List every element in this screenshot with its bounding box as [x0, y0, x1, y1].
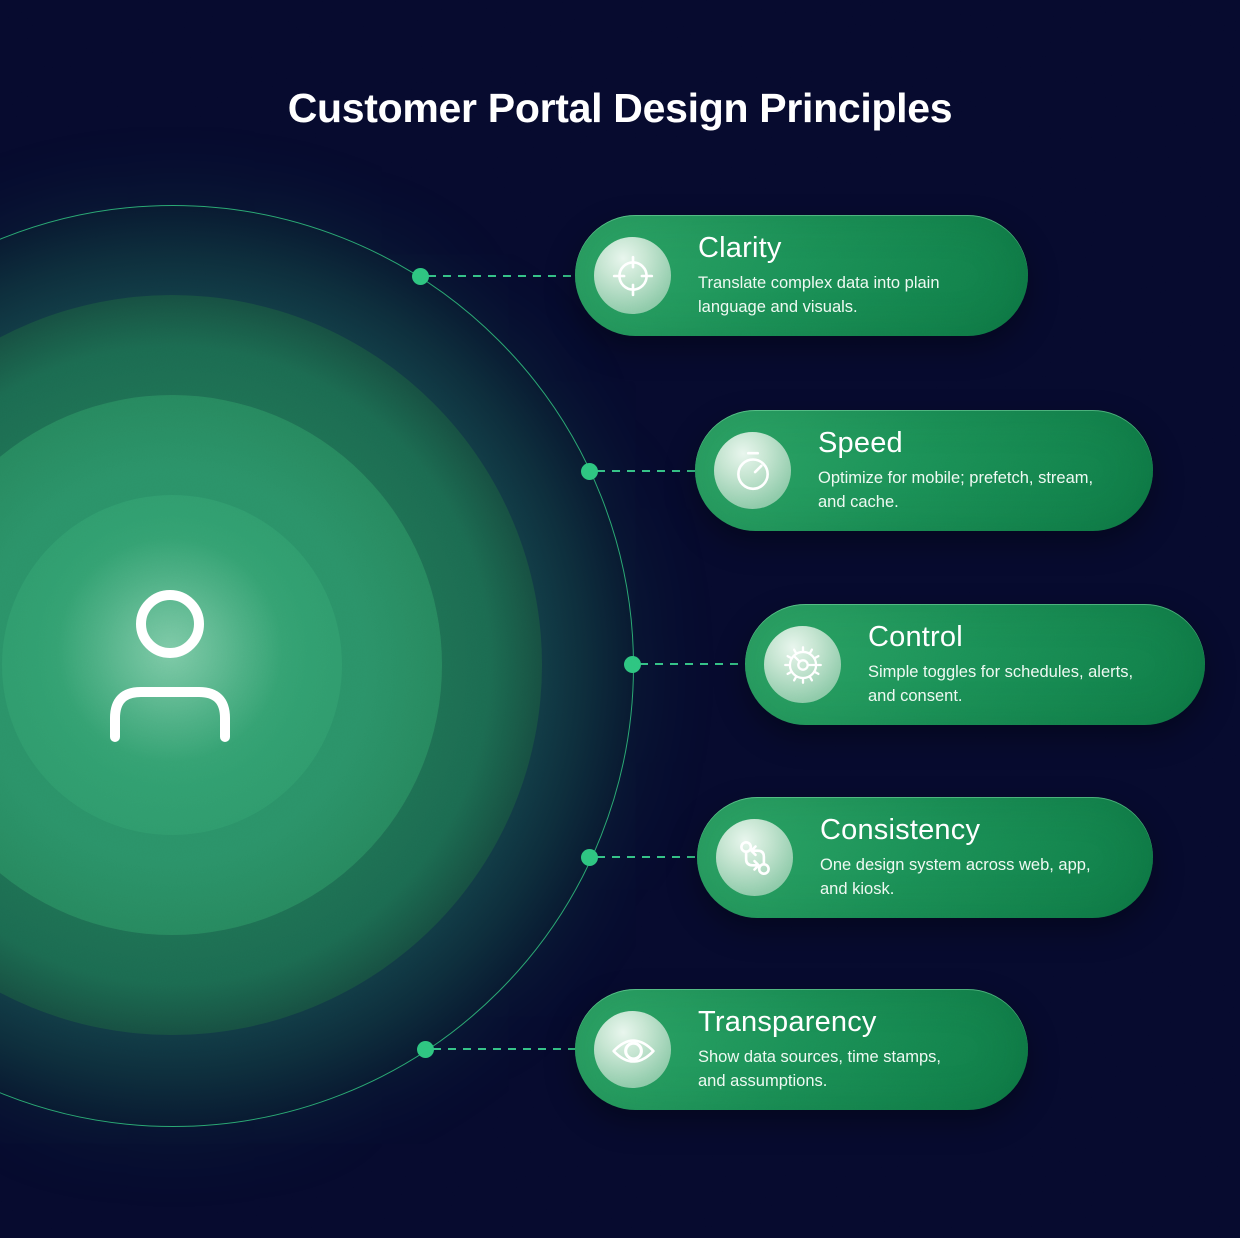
- connector-dot-clarity: [411, 267, 429, 285]
- connector-line-clarity: [428, 275, 585, 277]
- card-text-block: Control Simple toggles for schedules, al…: [868, 621, 1133, 709]
- eye-icon: [594, 1011, 671, 1088]
- connector-line-control: [640, 663, 753, 665]
- page-title: Customer Portal Design Principles: [287, 85, 953, 131]
- stopwatch-icon: [714, 432, 791, 509]
- target-icon: [594, 237, 671, 314]
- connector-dot-transparency: [416, 1040, 434, 1058]
- principle-card-consistency: Consistency One design system across web…: [697, 797, 1153, 918]
- connector-dot-consistency: [580, 848, 598, 866]
- principle-title: Consistency: [820, 813, 981, 846]
- connector-dot-speed: [580, 462, 598, 480]
- connector-line-transparency: [433, 1048, 583, 1050]
- card-text-block: Clarity Translate complex data into plai…: [698, 232, 940, 320]
- principle-description: Show data sources, time stamps, and assu…: [698, 1046, 941, 1094]
- connector-line-speed: [597, 470, 705, 472]
- desc-line-2: and kiosk.: [820, 879, 895, 898]
- gear-icon: [764, 626, 841, 703]
- principle-title: Clarity: [698, 231, 782, 264]
- desc-line-1: Optimize for mobile; prefetch, stream,: [818, 468, 1094, 487]
- principle-title: Transparency: [698, 1005, 877, 1038]
- principle-title: Control: [868, 620, 963, 653]
- compare-arrows-icon: [716, 819, 793, 896]
- card-text-block: Speed Optimize for mobile; prefetch, str…: [818, 427, 1093, 515]
- desc-line-2: and consent.: [868, 686, 963, 705]
- card-text-block: Transparency Show data sources, time sta…: [698, 1006, 941, 1094]
- connector-dot-control: [623, 655, 641, 673]
- principle-card-clarity: Clarity Translate complex data into plai…: [575, 215, 1028, 336]
- principle-description: Optimize for mobile; prefetch, stream, a…: [818, 467, 1093, 515]
- desc-line-1: One design system across web, app,: [820, 855, 1091, 874]
- card-text-block: Consistency One design system across web…: [820, 814, 1091, 902]
- principle-title: Speed: [818, 426, 903, 459]
- principle-description: Simple toggles for schedules, alerts, an…: [868, 661, 1133, 709]
- desc-line-2: and assumptions.: [698, 1071, 828, 1090]
- connector-line-consistency: [597, 856, 705, 858]
- desc-line-1: Show data sources, time stamps,: [698, 1047, 942, 1066]
- desc-line-1: Simple toggles for schedules, alerts,: [868, 662, 1134, 681]
- principle-description: One design system across web, app, and k…: [820, 854, 1091, 902]
- desc-line-1: Translate complex data into plain: [698, 273, 940, 292]
- desc-line-2: and cache.: [818, 492, 899, 511]
- principle-card-speed: Speed Optimize for mobile; prefetch, str…: [695, 410, 1153, 531]
- person-icon: [110, 590, 230, 742]
- principle-description: Translate complex data into plain langua…: [698, 272, 940, 320]
- desc-line-2: language and visuals.: [698, 297, 858, 316]
- principle-card-transparency: Transparency Show data sources, time sta…: [575, 989, 1028, 1110]
- principle-card-control: Control Simple toggles for schedules, al…: [745, 604, 1205, 725]
